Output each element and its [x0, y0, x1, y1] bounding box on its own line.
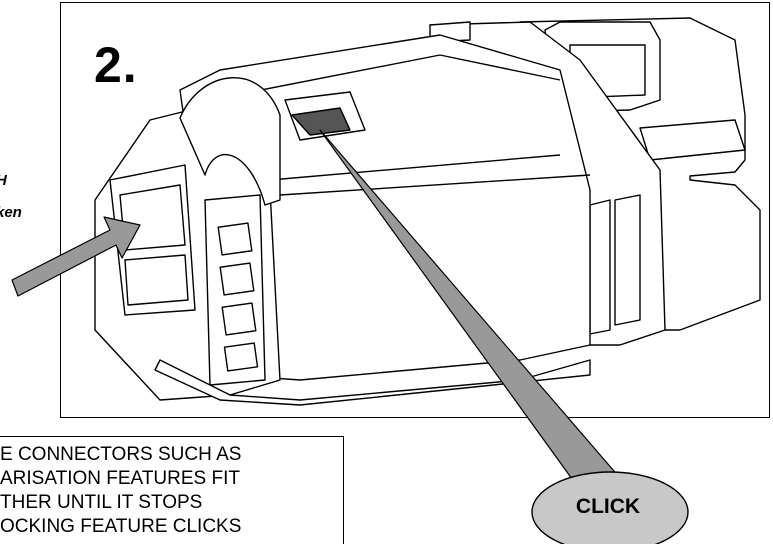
side-label-line: H: [0, 171, 7, 191]
note-line: E CONNECTORS SUCH AS: [0, 444, 242, 465]
note-line: OCKING FEATURE CLICKS: [0, 516, 242, 537]
connector-drawing: [94, 17, 761, 406]
click-callout-bubble: [531, 471, 689, 544]
step-number: 2.: [94, 37, 138, 93]
note-line: THER UNTIL IT STOPS: [0, 492, 203, 513]
side-label-line: ken: [0, 204, 22, 221]
instruction-note-box: [0, 436, 344, 544]
note-line: ARISATION FEATURES FIT: [0, 468, 240, 489]
illustration-frame: [60, 2, 770, 418]
click-label: CLICK: [575, 495, 641, 518]
insertion-arrow: [11, 216, 141, 297]
